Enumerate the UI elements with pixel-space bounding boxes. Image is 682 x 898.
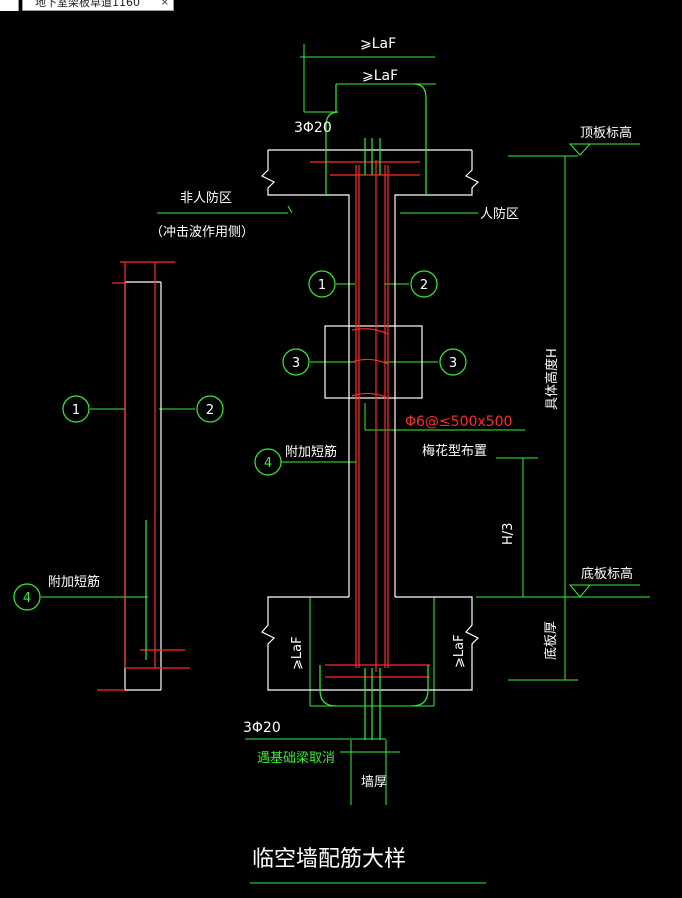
- marker-4-number: 4: [264, 456, 272, 471]
- clear-height-label: 具体高度H: [544, 348, 560, 410]
- marker-1b-circle: [62, 395, 90, 423]
- bottom-slab-level-label: 底板标高: [581, 566, 633, 582]
- marker-4b-circle: [13, 583, 41, 611]
- tab-previous[interactable]: [0, 0, 19, 11]
- civil-defense-label: 人防区: [480, 206, 519, 222]
- marker-3-right-number: 3: [449, 356, 457, 371]
- marker-1-circle: [308, 270, 336, 298]
- close-icon[interactable]: ×: [160, 0, 169, 8]
- marker-1-number: 1: [318, 278, 326, 293]
- green-rebar: [145, 83, 429, 740]
- marker-circles: [13, 270, 467, 611]
- marker-4b-number: 4: [23, 591, 31, 606]
- tab-bar: 地下室架板草道1160 ×: [0, 0, 682, 12]
- marker-3-left-circle: [282, 348, 310, 376]
- non-civil-defense-label: 非人防区: [180, 190, 232, 206]
- cancel-note-label: 遇基础梁取消: [257, 751, 335, 766]
- laf-top-1-label: ⩾LaF: [360, 36, 396, 52]
- marker-2-number: 2: [420, 278, 428, 293]
- shock-wave-side-label: （冲击波作用侧）: [150, 225, 254, 240]
- laf-bottom-left-label: ⩾LaF: [290, 636, 305, 670]
- concrete-outline: [124, 149, 480, 691]
- rebar: [97, 160, 430, 691]
- extra-short-bar-1-label: 附加短筋: [285, 444, 337, 460]
- marker-1b-number: 1: [72, 403, 80, 418]
- top-slab-level-label: 顶板标高: [580, 125, 632, 141]
- drawing-tab[interactable]: 地下室架板草道1160 ×: [22, 0, 174, 11]
- extra-short-bar-2-label: 附加短筋: [48, 574, 100, 590]
- marker-3-left-number: 3: [292, 356, 300, 371]
- dimension-lines: [41, 44, 650, 884]
- marker-2-circle: [410, 270, 438, 298]
- drawing-text: ⩾LaF ⩾LaF 3Φ20 顶板标高 非人防区 （冲击波作用侧） 人防区 Φ6…: [48, 36, 633, 872]
- marker-2b-circle: [196, 395, 224, 423]
- drawing-title: 临空墙配筋大样: [252, 847, 406, 872]
- laf-top-2-label: ⩾LaF: [362, 68, 398, 84]
- rebar-bottom-label: 3Φ20: [243, 720, 281, 736]
- wall-thickness-label: 墙厚: [361, 775, 387, 790]
- plum-layout-label: 梅花型布置: [422, 443, 487, 459]
- base-plate-thickness-label: 底板厚: [543, 621, 559, 660]
- laf-bottom-right-label: ⩾LaF: [452, 634, 467, 668]
- tie-spec-label: Φ6@≤500x500: [405, 414, 512, 430]
- marker-numbers: 1 2 3 3 4 1 2 4: [23, 278, 457, 606]
- marker-2b-number: 2: [206, 403, 214, 418]
- rebar-top-label: 3Φ20: [294, 120, 332, 136]
- drawing-tab-title: 地下室架板草道1160: [35, 0, 140, 9]
- h-third-label: H/3: [501, 523, 516, 545]
- marker-4-circle: [254, 448, 282, 476]
- marker-3-right-circle: [439, 348, 467, 376]
